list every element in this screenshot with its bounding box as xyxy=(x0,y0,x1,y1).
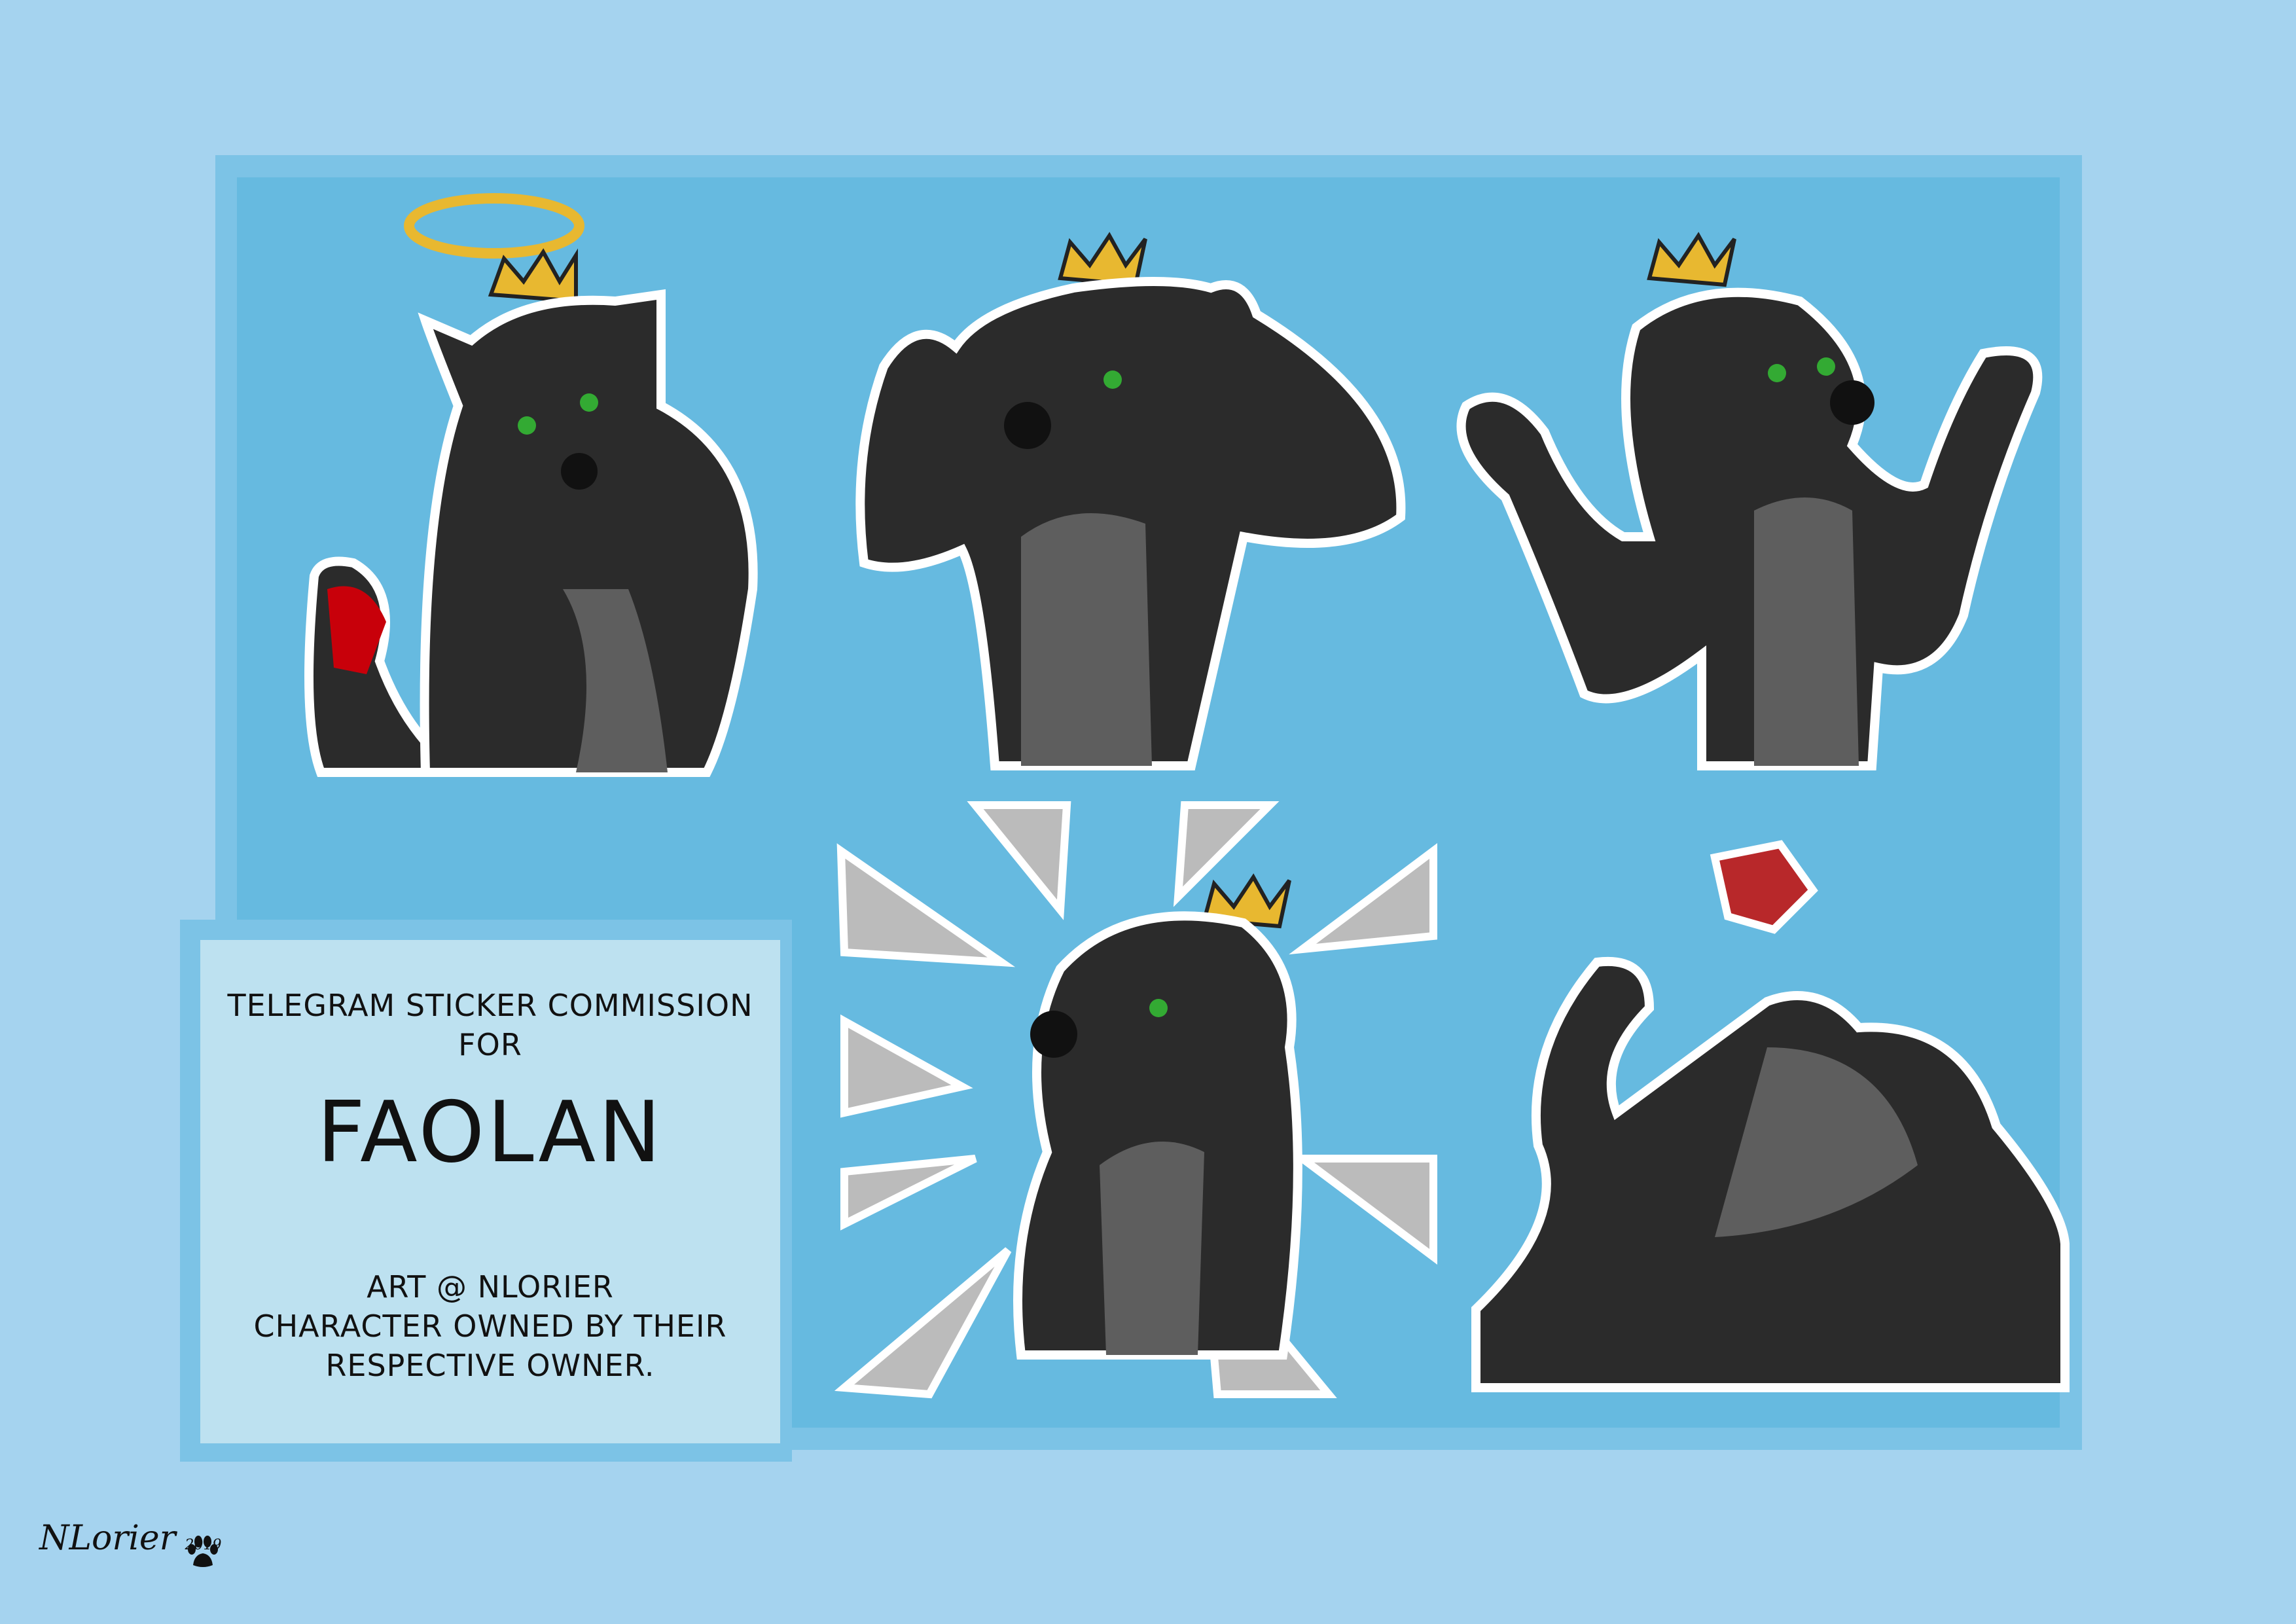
chest-fur xyxy=(1100,1142,1204,1355)
chest-fur xyxy=(1754,497,1859,766)
paw-print-icon xyxy=(188,1536,218,1567)
commission-info-content: TELEGRAM STICKER COMMISSION FOR FAOLAN A… xyxy=(200,940,780,1443)
credit-line-3: RESPECTIVE OWNER. xyxy=(325,1348,655,1383)
eye xyxy=(1103,370,1122,389)
eye xyxy=(580,393,598,412)
character-name: FAOLAN xyxy=(317,1084,664,1182)
title-line-2: FOR xyxy=(458,1027,522,1062)
character-body xyxy=(418,289,758,777)
credit-line-1: ART @ NLORIER xyxy=(367,1269,614,1305)
nose xyxy=(561,453,598,490)
tail-tip xyxy=(327,586,386,674)
crown-icon xyxy=(1647,232,1736,287)
eye xyxy=(518,416,536,435)
signature-name: NLorier xyxy=(39,1519,176,1558)
eye xyxy=(1817,357,1835,376)
eye xyxy=(1149,999,1168,1017)
credit-line-2: CHARACTER OWNED BY THEIR xyxy=(253,1308,727,1344)
crown-icon xyxy=(1202,873,1291,929)
crown-icon xyxy=(488,248,578,304)
sticker-gem-swat xyxy=(1471,840,2070,1392)
sticker-smug xyxy=(834,801,1437,1399)
nose xyxy=(1030,1011,1077,1058)
sticker-shrug xyxy=(1456,232,2043,770)
eye xyxy=(1768,364,1786,382)
nose xyxy=(1004,402,1051,449)
character-body xyxy=(1013,911,1302,1360)
sticker-halo-shy xyxy=(304,193,758,777)
halo-icon xyxy=(404,193,584,259)
sticker-flexing xyxy=(855,232,1406,770)
character-body xyxy=(1456,287,2043,770)
title-line-1: TELEGRAM STICKER COMMISSION xyxy=(227,988,753,1023)
commission-info-box: TELEGRAM STICKER COMMISSION FOR FAOLAN A… xyxy=(180,920,792,1462)
chest-fur xyxy=(563,589,668,772)
chest-fur xyxy=(1021,513,1152,766)
crown-icon xyxy=(1058,232,1147,287)
nose xyxy=(1830,380,1874,425)
gem-icon xyxy=(1710,840,1818,934)
chest-fur xyxy=(1715,1047,1918,1237)
credits: ART @ NLORIER CHARACTER OWNED BY THEIR R… xyxy=(200,1267,780,1385)
